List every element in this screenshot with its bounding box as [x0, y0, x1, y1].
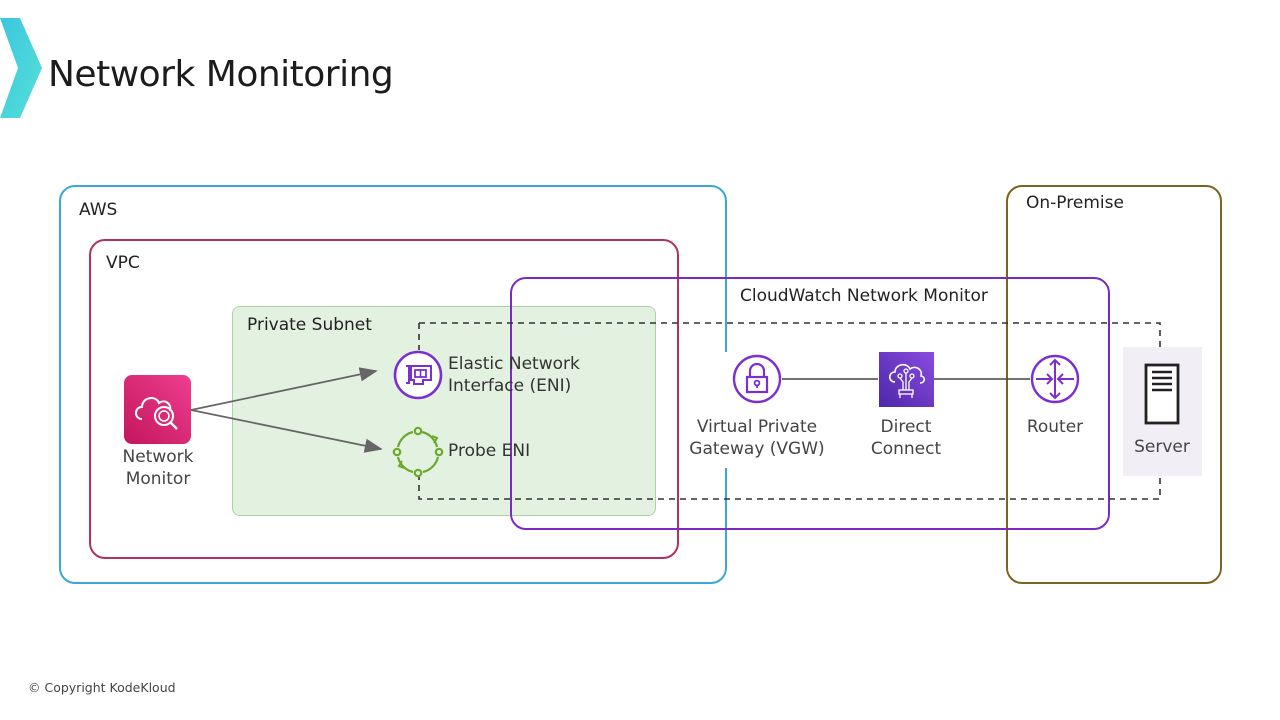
network-monitor-label-line1: Network [122, 447, 194, 467]
cloudwatch-network-monitor-group [510, 277, 1110, 530]
private-subnet-group [232, 306, 656, 516]
vgw-label-line2: Gateway (VGW) [689, 439, 825, 459]
on-premise-label: On-Premise [1026, 193, 1124, 213]
aws-label: AWS [79, 200, 118, 220]
direct-connect-label-line1: Direct [880, 417, 932, 437]
arrow-to-probe-eni [190, 409, 383, 453]
probe-path-bottom [418, 474, 1161, 500]
copyright-text: © Copyright KodeKloud [28, 680, 176, 695]
direct-connect-label-line2: Connect [870, 439, 942, 459]
on-premise-group [1006, 185, 1222, 584]
probe-path-top [419, 322, 1161, 347]
network-monitor-label-line2: Monitor [125, 469, 191, 489]
eni-label-line2: Interface (ENI) [448, 376, 572, 396]
aws-border-gap [722, 352, 732, 468]
page-title: Network Monitoring [48, 54, 394, 95]
server-icon [1144, 363, 1180, 425]
network-card-icon [393, 350, 443, 400]
network-monitor-label: Network Monitor [112, 446, 204, 490]
router-icon [1030, 354, 1080, 404]
vgw-label-line1: Virtual Private [696, 417, 818, 437]
direct-connect-label: Direct Connect [856, 416, 956, 460]
probe-eni-label: Probe ENI [448, 441, 531, 461]
eni-label: Elastic Network Interface (ENI) [448, 353, 580, 397]
cloudwatch-label: CloudWatch Network Monitor [740, 286, 988, 306]
router-label: Router [1026, 417, 1084, 437]
cloud-connect-icon [879, 352, 934, 407]
arrow-to-eni [190, 367, 378, 411]
server-label: Server [1134, 437, 1190, 457]
eni-label-line1: Elastic Network [448, 354, 580, 374]
kodekloud-logo-icon [0, 18, 42, 118]
lock-icon [732, 354, 782, 404]
cycle-icon [392, 426, 444, 478]
vgw-label: Virtual Private Gateway (VGW) [682, 416, 832, 460]
vpc-label: VPC [106, 253, 140, 273]
vpc-group [89, 239, 679, 559]
private-subnet-label: Private Subnet [247, 315, 372, 335]
cloud-search-icon [124, 375, 191, 444]
